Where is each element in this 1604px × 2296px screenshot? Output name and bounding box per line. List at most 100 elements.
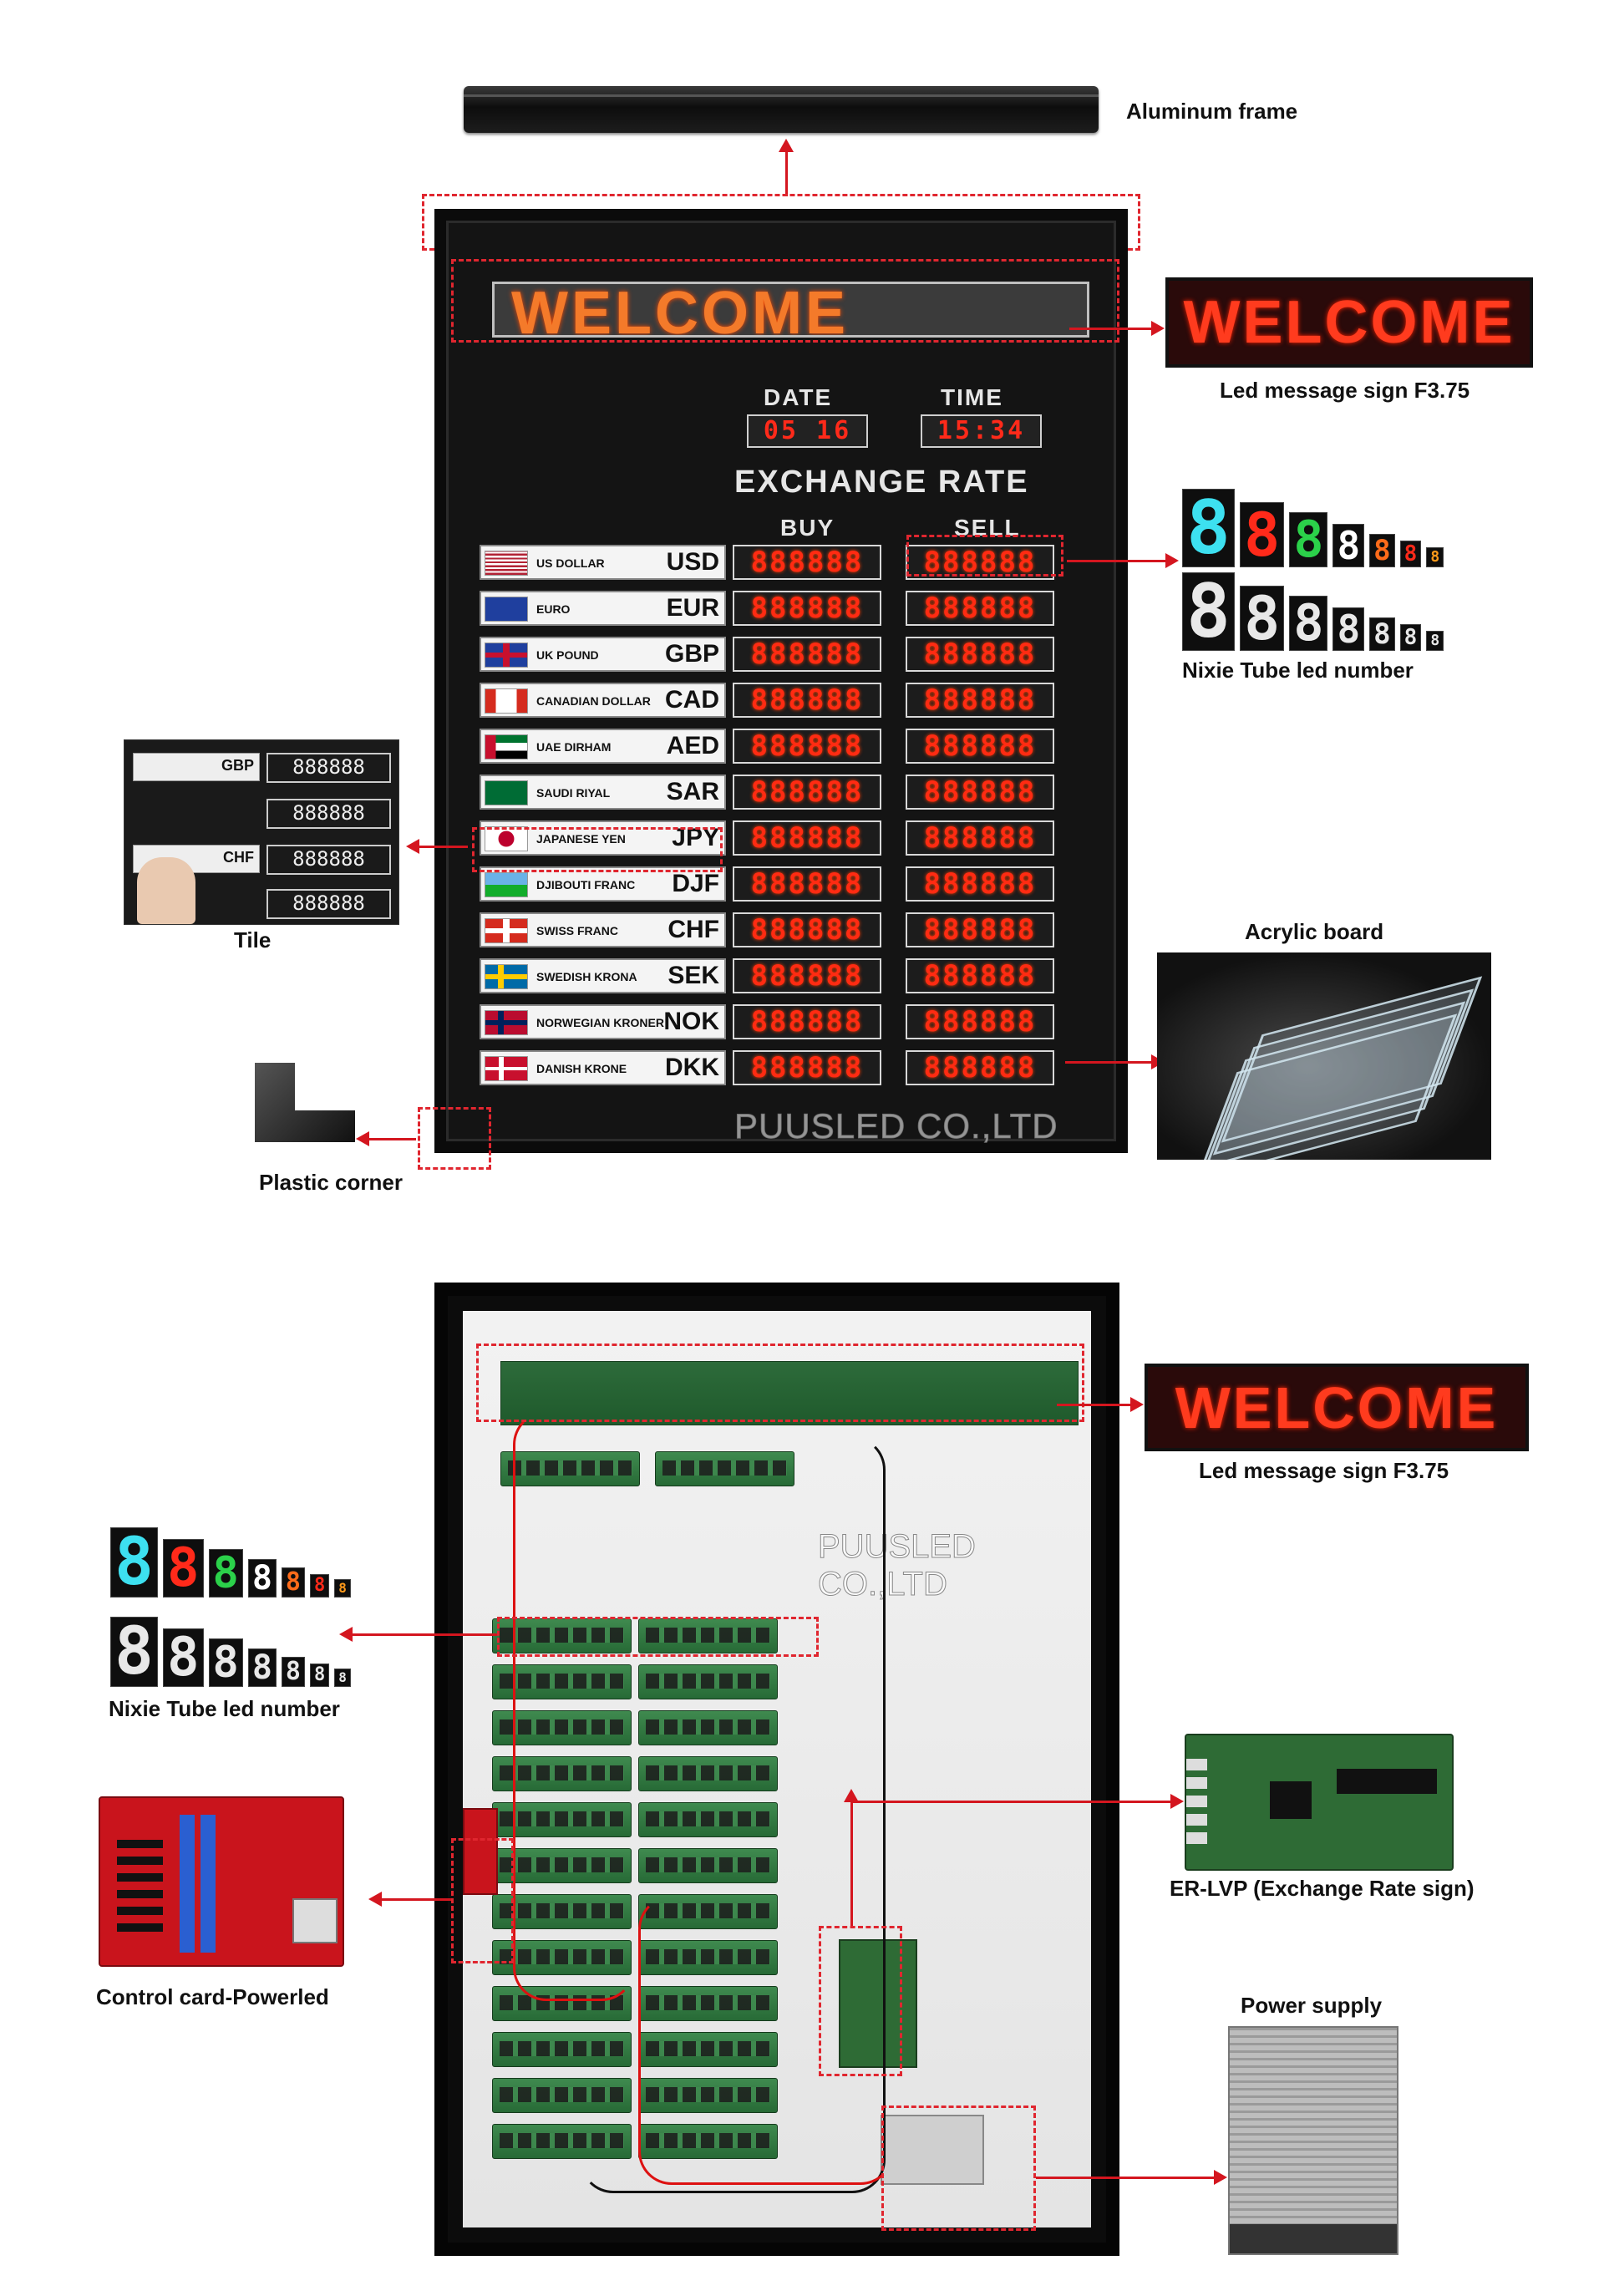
arrow-to-led-sign [1069,321,1165,336]
japan-flag-icon [485,826,528,851]
sell-display: 888888 [906,866,1054,902]
date-label: DATE [764,384,833,410]
led-message-sign: WELCOME [492,282,1089,338]
wire [638,1896,894,2185]
buy-display: 888888 [733,958,881,993]
arrow-to-nixie [1067,553,1179,568]
connector-strip [200,1815,216,1953]
currency-code: DKK [665,1054,719,1081]
sell-display: 888888 [906,1050,1054,1085]
buy-display: 888888 [733,1050,881,1085]
buy-display: 888888 [733,912,881,947]
chip [1270,1781,1312,1819]
djibouti-flag-icon [485,872,528,897]
led-sign-highlight [451,259,1119,343]
control-card-photo [99,1796,344,1967]
nixie-module [492,2032,632,2067]
chip [1337,1769,1437,1794]
nixie-module [500,1451,640,1486]
welcome-text: WELCOME [511,282,849,338]
nixie-module [638,1848,778,1883]
nixie-module [638,1756,778,1791]
nixie-module [638,1802,778,1837]
terminal-block [1230,2224,1397,2253]
back-panel: PUUSLED CO.,LTD [463,1311,1091,2227]
time-label: TIME [941,384,1003,410]
uae-flag-icon [485,734,528,759]
currency-code: NOK [663,1008,719,1035]
arrow-to-acrylic [1065,1054,1165,1069]
nixie-module [638,1986,778,2021]
nixie-white-digits-bottom: 8 8 8 8 8 8 8 [110,1617,351,1687]
led-sign-caption-bottom: Led message sign F3.75 [1199,1458,1449,1483]
nixie-color-digits: 8 8 8 8 8 8 8 [1182,489,1444,567]
tile-code-1: GBP [221,757,254,774]
swiss-flag-icon [485,918,528,943]
back-psu-highlight [881,2106,1036,2231]
usb-port [292,1898,338,1943]
hand-shape [137,857,195,924]
currency-code: AED [666,732,719,759]
currency-name: CANADIAN DOLLAR [536,694,651,708]
sell-display: 888888 [906,637,1054,672]
tile-digits-4: 888888 [266,889,391,919]
arrow-to-tile [406,839,468,854]
back-nixie-highlight [497,1617,819,1657]
currency-name: US DOLLAR [536,556,605,570]
currency-code: SEK [667,962,719,989]
nixie-module [492,2124,632,2159]
connector-strip [180,1815,195,1953]
nixie-module [655,1451,794,1486]
nixie-module [638,2124,778,2159]
currency-name: EURO [536,602,571,616]
usa-flag-icon [485,551,528,576]
sell-display: 888888 [906,729,1054,764]
wire [580,1436,886,2193]
watermark: PUUSLED CO.,LTD [734,1106,1058,1146]
arrow-up [779,139,794,196]
arrow-to-nixie-bottom [339,1627,497,1642]
eu-flag-icon [485,597,528,622]
control-card-caption: Control card-Powerled [96,1984,329,2009]
plastic-corner-caption: Plastic corner [259,1170,403,1195]
nixie-module [638,1940,778,1975]
er-lvp-caption: ER-LVP (Exchange Rate sign) [1170,1876,1475,1901]
buy-display: 888888 [733,1004,881,1039]
sell-display: 888888 [906,820,1054,856]
nixie-module [492,2078,632,2113]
buy-display: 888888 [733,820,881,856]
connector [1186,1752,1207,1844]
led-sign-photo: WELCOME [1165,277,1533,368]
currency-name: SAUDI RIYAL [536,786,611,800]
buy-display: 888888 [733,729,881,764]
back-watermark: PUUSLED CO.,LTD [818,1528,977,1603]
acrylic-caption: Acrylic board [1245,919,1384,944]
sell-display: 888888 [906,775,1054,810]
uk-flag-icon [485,643,528,668]
led-sign-photo-bottom: WELCOME [1145,1364,1529,1451]
time-display: 15:34 [921,414,1042,448]
power-supply-caption: Power supply [1241,1993,1383,2018]
back-er-highlight [819,1926,902,2076]
nixie-module [638,1618,778,1653]
aluminum-frame-image [464,86,1099,133]
tile-digits-2: 888888 [266,799,391,829]
arrow-to-power-supply [1036,2170,1227,2185]
currency-code: EUR [666,594,719,622]
